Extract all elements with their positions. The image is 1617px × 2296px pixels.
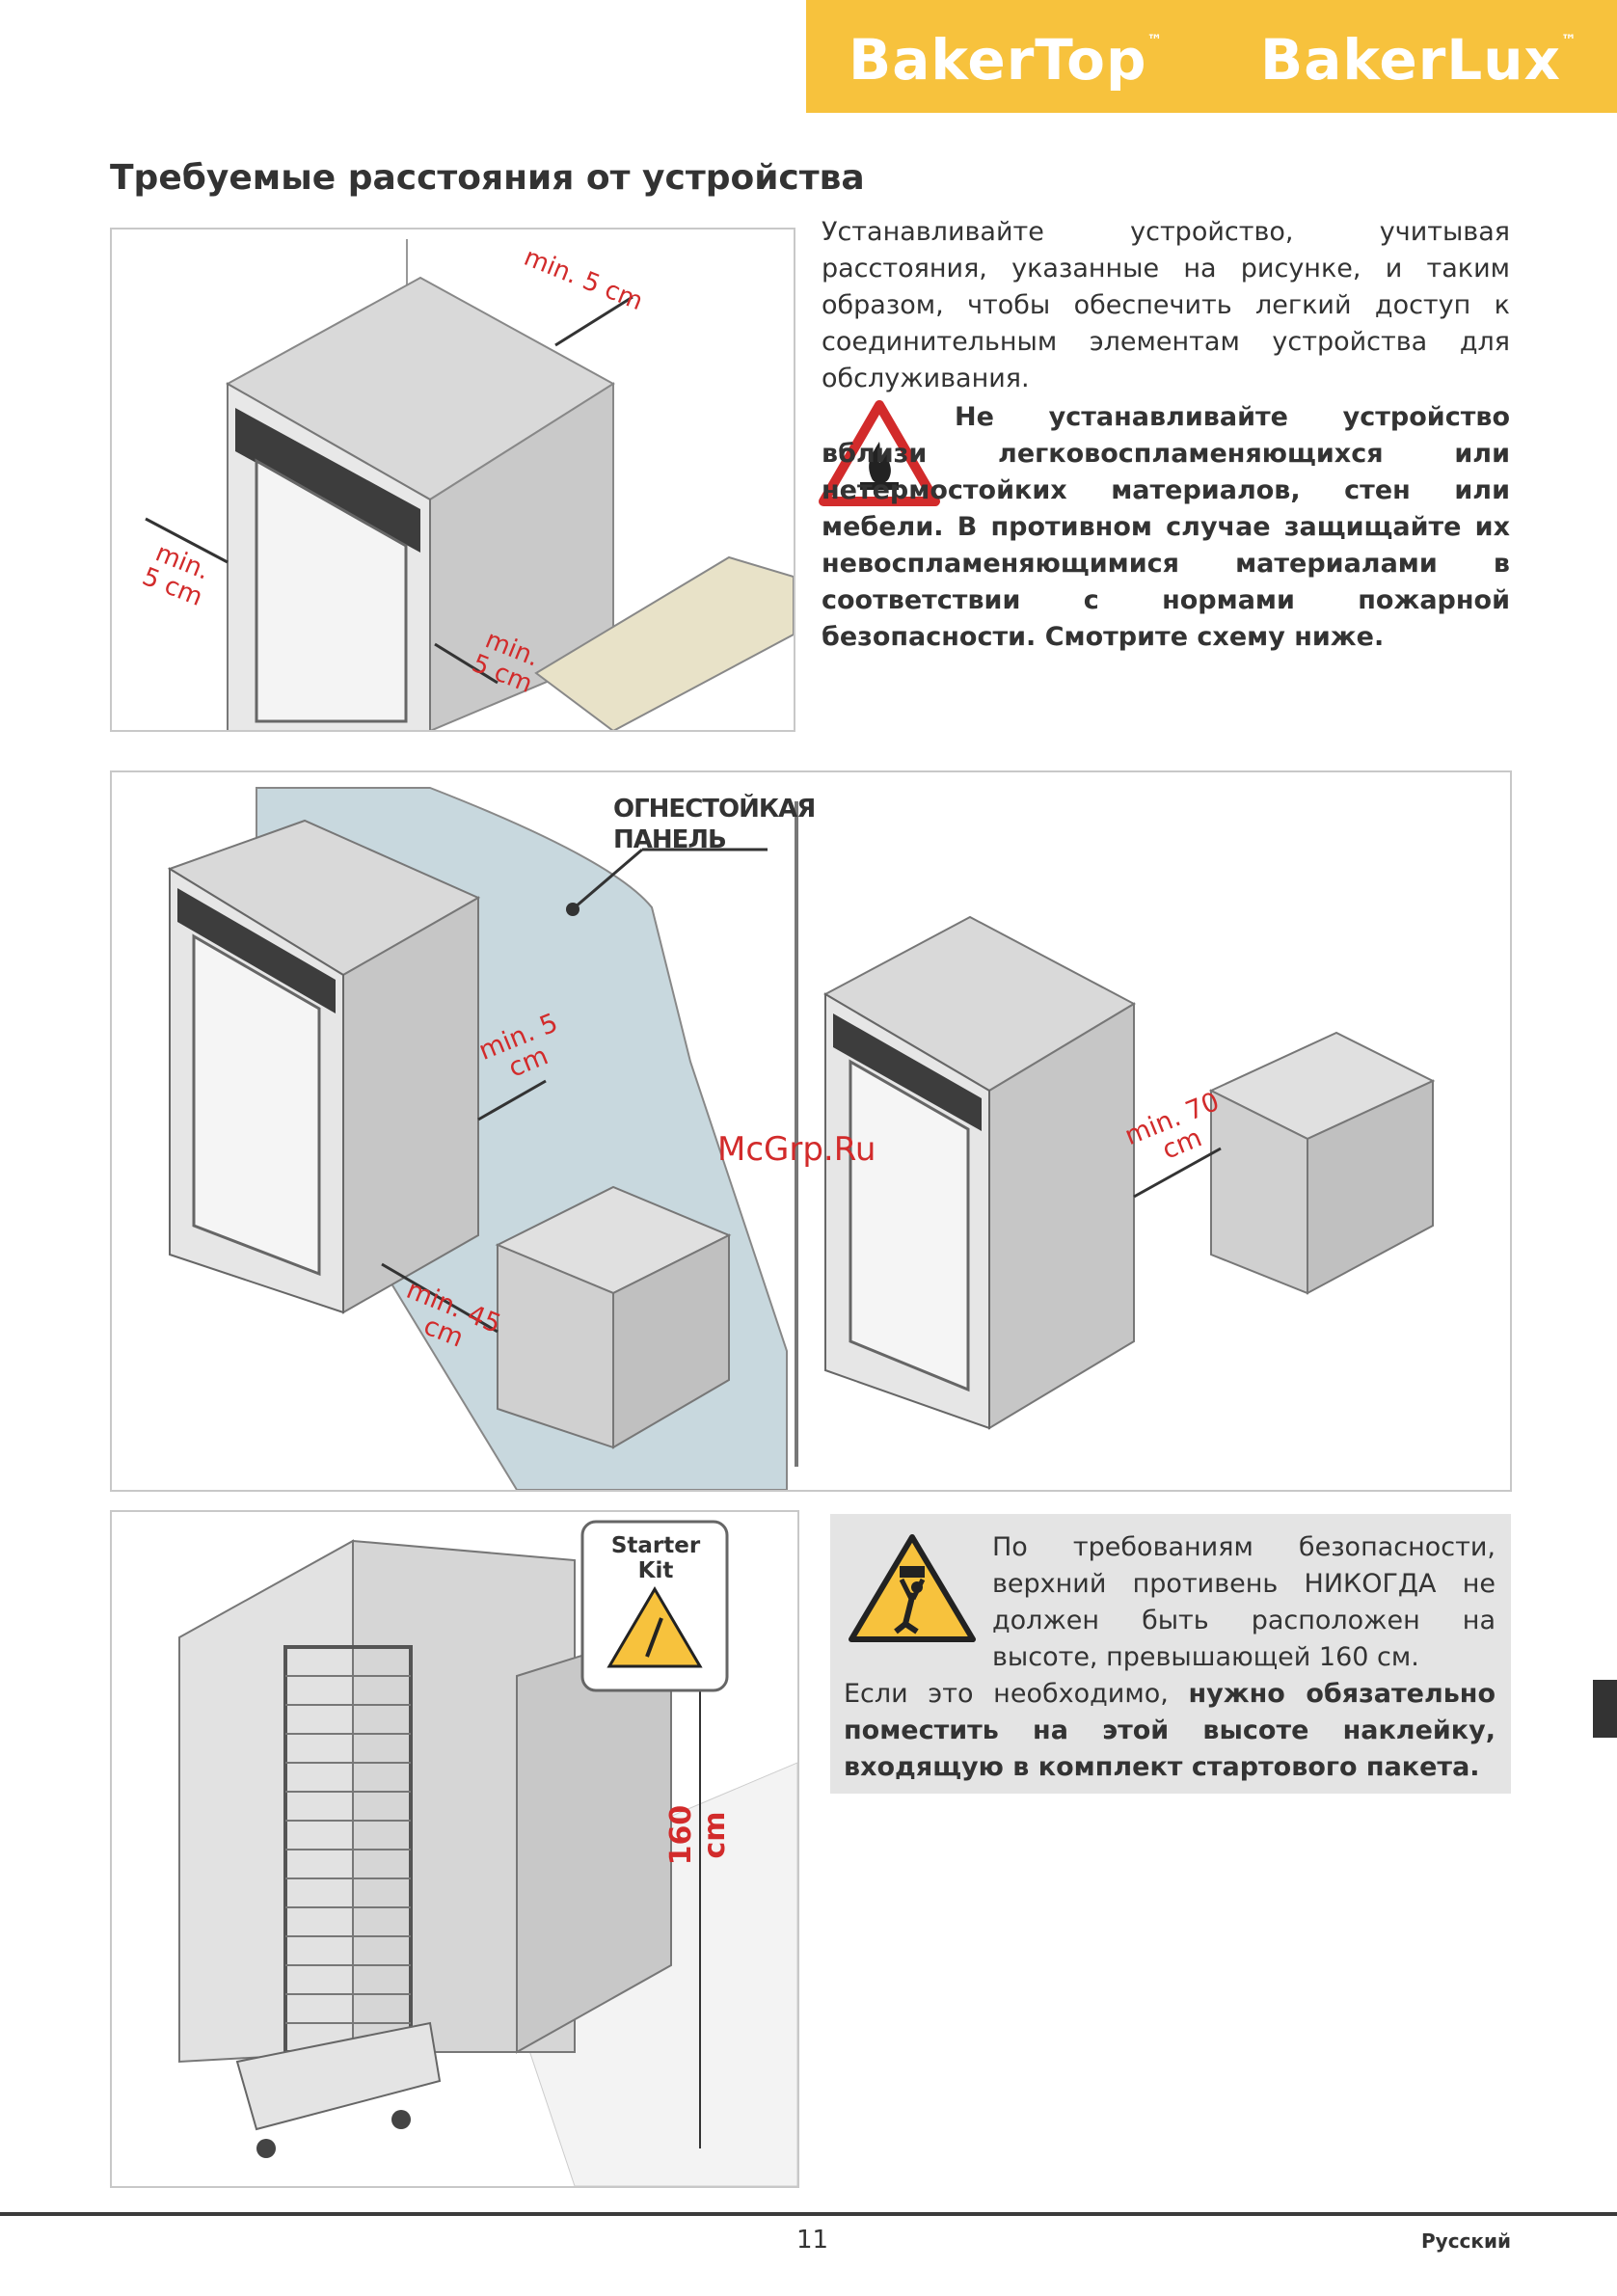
flammable-warning-icon	[818, 399, 941, 507]
safety-text-2-bold: нужно обязательно поместить на этой высо…	[844, 1679, 1496, 1782]
fire-warning-text: Не устанавливайте устройство вблизи легк…	[822, 402, 1510, 652]
clearance-figure-1: min. 5 cm min. 5 cm min. 5 cm	[110, 228, 795, 733]
height-label: 160 cm	[664, 1804, 732, 1866]
section-side-tab	[1593, 1680, 1617, 1738]
brand-banner: BakerTop™ BakerLux™	[806, 0, 1617, 113]
starter-kit-label: Starter Kit	[610, 1533, 701, 1583]
rack-height-figure: Starter Kit 160 cm	[110, 1510, 799, 2188]
section-title: Требуемые расстояния от устройства	[110, 158, 865, 198]
footer-language: Русский	[1421, 2229, 1512, 2253]
fire-panel-label-line1: ОГНЕСТОЙКАЯ	[613, 795, 816, 824]
brand-bakerlux: BakerLux™	[1260, 27, 1577, 93]
safety-text-1: По требованиям безопасности, верхний про…	[992, 1532, 1496, 1672]
rack-trolley-illustration	[178, 1520, 798, 2187]
brand-bakertop: BakerTop™	[849, 27, 1164, 93]
watermark: McGrp.Ru	[717, 1130, 876, 1169]
safety-notice-box: По требованиям безопасности, верхний про…	[830, 1514, 1511, 1794]
fire-panel-label: ОГНЕСТОЙКАЯ ПАНЕЛЬ	[613, 794, 816, 855]
fire-panel-illustration	[167, 787, 1436, 1491]
clearance-figure-2: ОГНЕСТОЙКАЯ ПАНЕЛЬ min. 5 cm min. 45 cm …	[110, 770, 1512, 1492]
oven-clearance-illustration	[145, 239, 795, 733]
lifting-warning-icon	[846, 1531, 979, 1647]
footer-rule	[0, 2212, 1617, 2216]
safety-text-2-normal: Если это необходимо,	[844, 1679, 1189, 1709]
safety-text-2: Если это необходимо, нужно обязательно п…	[844, 1676, 1496, 1786]
page-number: 11	[796, 2226, 829, 2255]
fire-panel-label-line2: ПАНЕЛЬ	[613, 825, 727, 854]
intro-paragraph: Устанавливайте устройство, учитывая расс…	[822, 217, 1510, 393]
